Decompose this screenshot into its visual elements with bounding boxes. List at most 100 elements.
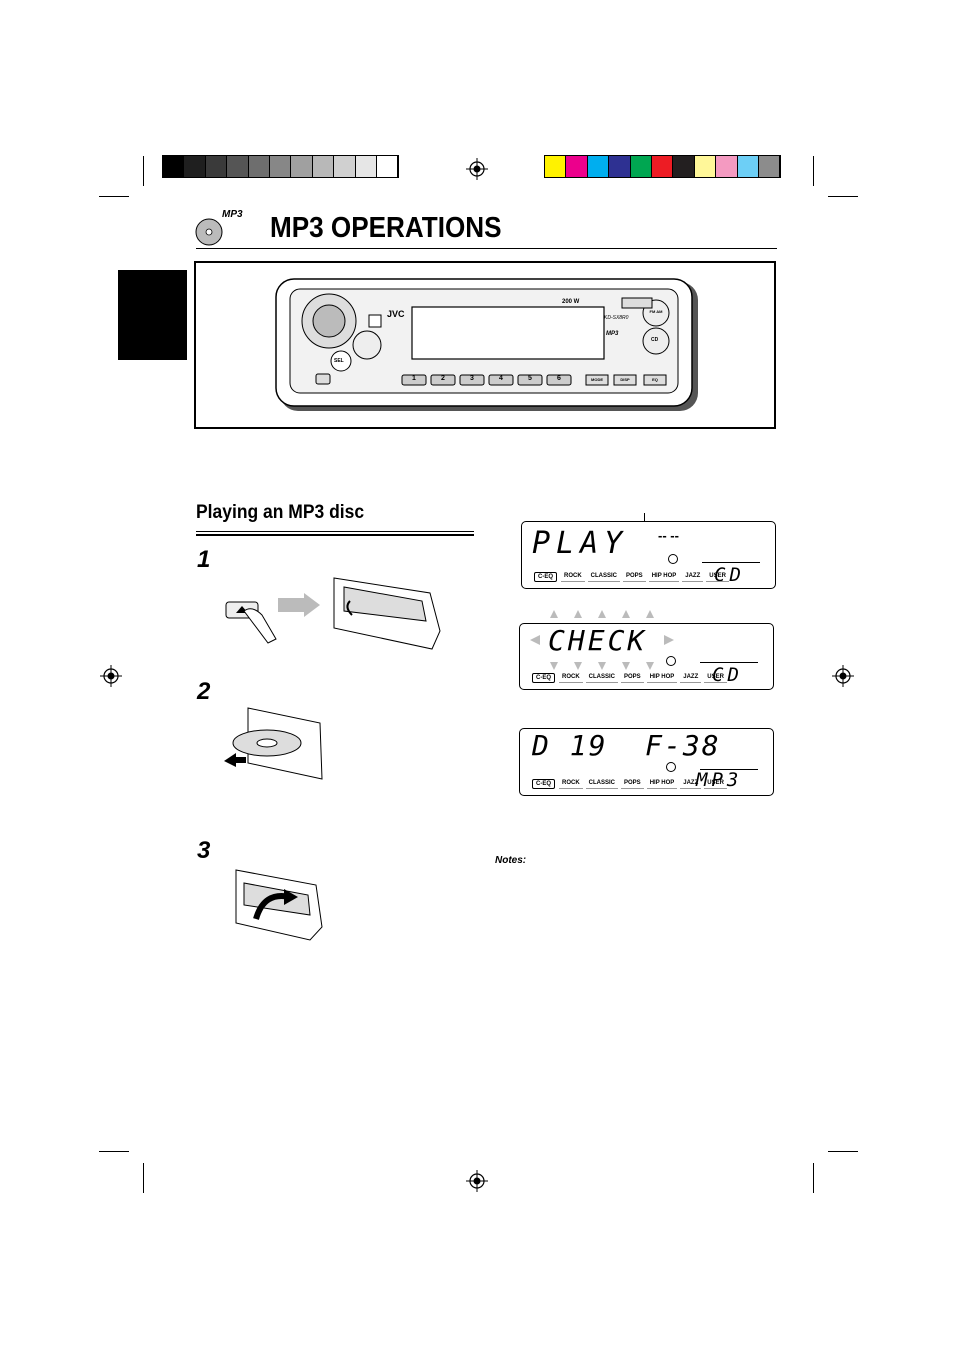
- section-rule: [196, 531, 474, 532]
- car-stereo-front-panel: [275, 278, 698, 411]
- calibration-swatch: [694, 156, 717, 177]
- calibration-swatch: [291, 156, 313, 177]
- step-number: 2: [197, 678, 211, 705]
- disc-indicator-icon: [666, 762, 676, 772]
- crop-mark: [143, 156, 144, 186]
- eq-label: USER: [704, 673, 727, 683]
- section-title: Playing an MP3 disc: [196, 502, 365, 523]
- eq-label: ROCK: [559, 779, 583, 789]
- calibration-swatch: [376, 156, 399, 177]
- display-main-text: CHECK: [548, 624, 648, 657]
- eq-label: C-EQ: [532, 673, 555, 683]
- eq-label: JAZZ: [680, 673, 702, 683]
- display-source-text: MP3: [696, 769, 743, 791]
- eq-label: ROCK: [561, 572, 585, 582]
- preset-button-shape: [401, 374, 427, 386]
- eq-label: POPS: [621, 779, 644, 789]
- disc-indicator-icon: [668, 554, 678, 564]
- calibration-swatch: [355, 156, 377, 177]
- preset-button-shape: [459, 374, 485, 386]
- display-main-text: D 19 F-38: [532, 729, 721, 762]
- calibration-swatch: [227, 156, 249, 177]
- mode-button[interactable]: MODE: [591, 377, 603, 382]
- preset-button-1[interactable]: 1: [412, 375, 416, 382]
- calibration-swatch: [630, 156, 652, 177]
- brand-logo: JVC: [387, 309, 405, 319]
- eq-label: JAZZ: [682, 572, 704, 582]
- registration-mark-icon: [832, 665, 854, 687]
- head-unit-illustration-frame: JVC 200 W KD-SX8R0 MP3 SEL FM AM CD 1 2 3 4…: [194, 261, 776, 429]
- calibration-swatch: [758, 156, 781, 177]
- crop-mark: [99, 1151, 129, 1152]
- eq-label: C-EQ: [534, 572, 557, 582]
- mp3-disc-icon: [195, 218, 223, 246]
- preset-button-5[interactable]: 5: [528, 375, 532, 382]
- sel-button[interactable]: SEL: [334, 358, 344, 364]
- preset-button-shape: [546, 374, 572, 386]
- calibration-swatch: [545, 156, 567, 177]
- calibration-swatch: [248, 156, 270, 177]
- preset-button-3[interactable]: 3: [470, 375, 474, 382]
- mp3-badge: MP3: [606, 331, 619, 337]
- preset-button-shape: [430, 374, 456, 386]
- cd-button[interactable]: CD: [651, 337, 659, 343]
- calibration-swatch: [566, 156, 588, 177]
- crop-mark: [143, 1163, 144, 1193]
- registration-mark-icon: [100, 665, 122, 687]
- gray-calibration-strip: [162, 155, 400, 178]
- blink-rays-icon: [530, 610, 674, 670]
- eq-label: POPS: [621, 673, 644, 683]
- language-tab: [118, 270, 187, 360]
- eq-label: USER: [704, 779, 727, 789]
- registration-mark-icon: [466, 158, 488, 180]
- eq-label: HIP HOP: [648, 572, 680, 582]
- eq-label: USER: [706, 572, 729, 582]
- section-rule: [196, 534, 474, 536]
- display-source-rule: [700, 769, 758, 770]
- display-main-text: PLAY: [532, 526, 629, 561]
- eq-label: CLASSIC: [585, 673, 619, 683]
- display-source-text: CD: [712, 664, 743, 686]
- fm-am-button[interactable]: FM AM: [649, 309, 663, 314]
- calibration-swatch: [609, 156, 631, 177]
- calibration-swatch: [163, 156, 185, 177]
- preset-button-6[interactable]: 6: [557, 375, 561, 382]
- preset-button-shape: [488, 374, 514, 386]
- calibration-swatch: [716, 156, 738, 177]
- crop-mark: [828, 196, 858, 197]
- eq-button[interactable]: EQ: [652, 377, 658, 382]
- calibration-swatch: [184, 156, 206, 177]
- notes-label: Notes:: [495, 855, 527, 866]
- display-extra-text: -- --: [658, 528, 679, 543]
- calibration-swatch: [205, 156, 228, 177]
- page-title: MP3 OPERATIONS: [270, 212, 502, 244]
- calibration-swatch: [651, 156, 674, 177]
- callout-line: [644, 513, 645, 514]
- crop-mark: [99, 196, 129, 197]
- registration-mark-icon: [466, 1170, 488, 1192]
- eject-button-illustration: [225, 577, 441, 650]
- eq-label: CLASSIC: [585, 779, 619, 789]
- mp3-icon-label: MP3: [222, 209, 243, 220]
- display-source-text: CD: [714, 564, 745, 586]
- calibration-swatch: [312, 156, 335, 177]
- eq-label: ROCK: [559, 673, 583, 683]
- calibration-swatch: [673, 156, 695, 177]
- display-source-rule: [702, 562, 760, 563]
- preset-button-4[interactable]: 4: [499, 375, 503, 382]
- disp-button[interactable]: DISP: [620, 377, 630, 382]
- eq-label: JAZZ: [680, 779, 702, 789]
- crop-mark: [813, 156, 814, 186]
- preset-button-2[interactable]: 2: [441, 375, 445, 382]
- disc-indicator-icon: [666, 656, 676, 666]
- crop-mark: [828, 1151, 858, 1152]
- model-label: KD-SX8R0: [604, 315, 629, 321]
- display-source-rule: [700, 662, 758, 663]
- power-label: 200 W: [562, 299, 580, 305]
- close-panel-illustration: [235, 869, 323, 941]
